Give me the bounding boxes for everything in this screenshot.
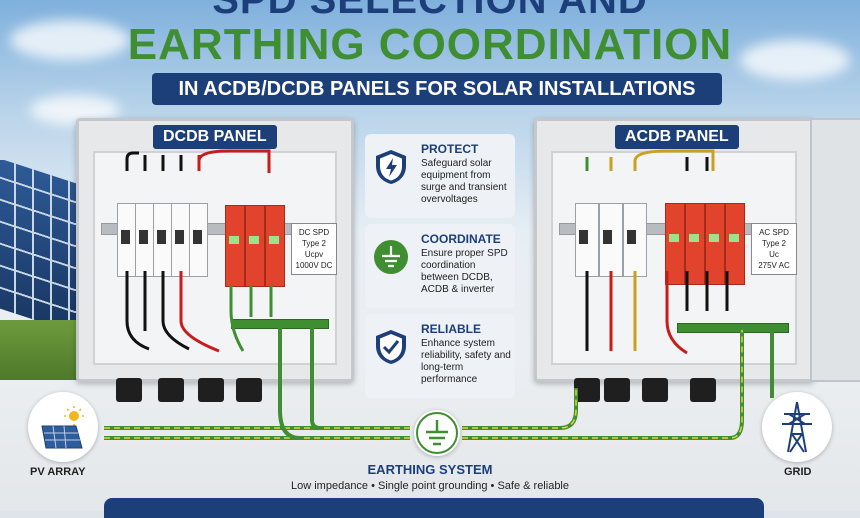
spd-tag-line: Uc: [769, 250, 779, 259]
spd-tag-line: 275V AC: [758, 261, 790, 270]
grid-badge: [762, 392, 832, 462]
feature-card-coordinate: COORDINATE Ensure proper SPD coordinatio…: [365, 224, 515, 308]
feature-card-reliable: RELIABLE Enhance system reliability, saf…: [365, 314, 515, 398]
earth-busbar: [677, 323, 789, 333]
acdb-panel-inner: AC SPD Type 2 Uc 275V AC: [551, 151, 797, 365]
earthing-badge: [414, 410, 460, 456]
acdb-panel-door: [810, 118, 860, 382]
grass: [0, 320, 78, 380]
dc-fuse: [189, 203, 208, 277]
footer-bar: [104, 498, 764, 518]
ac-spd-module: [685, 203, 705, 285]
spd-tag-line: Ucpv: [304, 250, 324, 259]
shield-check-icon: [376, 330, 406, 364]
cloud: [740, 40, 850, 80]
spd-tag-line: AC SPD: [759, 228, 789, 237]
dcdb-wiring: [125, 149, 273, 353]
feature-body: Enhance system reliability, safety and l…: [421, 338, 511, 385]
dc-spd-module: [265, 205, 285, 287]
earth-ground-icon: [374, 240, 408, 274]
cable-gland: [158, 378, 184, 402]
pv-array-badge: [28, 392, 98, 462]
ac-spd-module: [665, 203, 685, 285]
shield-bolt-icon: [376, 150, 406, 184]
grid-label: GRID: [784, 466, 812, 478]
transmission-tower-icon: [782, 401, 812, 453]
feature-body: Ensure proper SPD coordination between D…: [421, 248, 508, 295]
acdb-wiring: [585, 149, 729, 355]
cable-gland: [604, 378, 630, 402]
feature-card-protect: PROTECT Safeguard solar equipment from s…: [365, 134, 515, 218]
ac-spd-module: [705, 203, 725, 285]
ac-spd-tag: AC SPD Type 2 Uc 275V AC: [751, 223, 797, 275]
acdb-panel: AC SPD Type 2 Uc 275V AC ACDB PANEL: [534, 118, 814, 382]
earth-ground-icon: [416, 412, 458, 454]
dcdb-panel-label: DCDB PANEL: [153, 125, 277, 149]
dcdb-panel-inner: DC SPD Type 2 Ucpv 1000V DC: [93, 151, 337, 365]
cable-gland: [690, 378, 716, 402]
earthing-title: EARTHING SYSTEM: [367, 462, 493, 477]
cable-gland: [236, 378, 262, 402]
dc-spd-module: [245, 205, 265, 287]
dcdb-panel: DC SPD Type 2 Ucpv 1000V DC DCDB PANEL: [76, 118, 354, 382]
ac-mcb: [623, 203, 647, 277]
dc-spd-module: [225, 205, 245, 287]
cable-gland: [198, 378, 224, 402]
feature-title: PROTECT: [421, 142, 479, 156]
spd-tag-line: DC SPD: [298, 228, 330, 237]
spd-tag-line: 1000V DC: [295, 261, 333, 270]
earthing-subtitle: Low impedance • Single point grounding •…: [291, 480, 569, 492]
acdb-panel-label: ACDB PANEL: [615, 125, 739, 149]
ac-spd-module: [725, 203, 745, 285]
cable-gland: [574, 378, 600, 402]
pv-array-label: PV ARRAY: [30, 466, 86, 478]
feature-title: RELIABLE: [421, 322, 481, 336]
subtitle-banner: IN ACDB/DCDB PANELS FOR SOLAR INSTALLATI…: [152, 73, 722, 105]
cloud: [10, 20, 130, 60]
cable-gland: [116, 378, 142, 402]
ac-mcb: [599, 203, 623, 277]
spd-tag-line: Type 2: [761, 239, 786, 248]
solar-panel-icon: [41, 406, 84, 449]
dc-spd-tag: DC SPD Type 2 Ucpv 1000V DC: [291, 223, 337, 275]
title-line-1: SPD SELECTION AND: [212, 0, 648, 22]
cable-gland: [642, 378, 668, 402]
spd-tag-line: Type 2: [301, 239, 326, 248]
feature-body: Safeguard solar equipment from surge and…: [421, 158, 507, 205]
title-line-2: EARTHING COORDINATION: [127, 20, 733, 69]
feature-title: COORDINATE: [421, 232, 501, 246]
